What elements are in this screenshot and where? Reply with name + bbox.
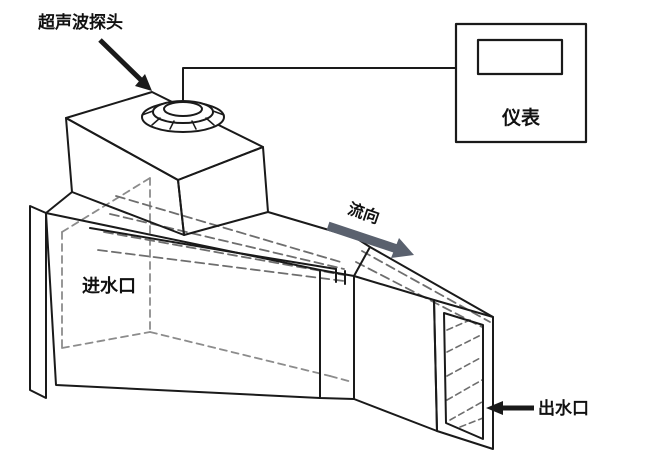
instrument-display xyxy=(476,38,564,76)
throat-front-wall xyxy=(319,269,355,400)
hatch-line xyxy=(449,401,483,421)
probe-arrowhead-icon xyxy=(135,74,152,91)
hatch-line xyxy=(446,334,482,353)
flow-direction: 流向 xyxy=(326,199,414,258)
hatch-line xyxy=(446,356,483,377)
hidden-edge xyxy=(149,331,331,377)
outlet-arrowhead-icon xyxy=(486,401,503,415)
inlet-flange xyxy=(29,205,47,399)
probe-label: 超声波探头 xyxy=(38,12,123,33)
outlet-callout: 出水口 xyxy=(486,398,589,419)
beam-line xyxy=(109,213,345,270)
hidden-edge xyxy=(61,331,151,349)
instrument-label: 仪表 xyxy=(501,106,541,129)
beam-line xyxy=(115,195,345,264)
flow-arrowhead-icon xyxy=(391,238,414,258)
ultrasonic-probe xyxy=(141,100,225,133)
inlet-label: 进水口 xyxy=(82,275,136,297)
outlet-frame-outer xyxy=(433,299,494,450)
hatch-line xyxy=(459,417,484,428)
probe-rim-ticks xyxy=(141,110,225,130)
housing-right-face xyxy=(177,146,269,236)
outlet-hatch xyxy=(446,319,484,428)
beam-line xyxy=(97,249,345,282)
top-rim-left xyxy=(45,191,73,214)
outlet-front-wall xyxy=(353,275,438,432)
beam-line xyxy=(361,250,491,323)
flow-label: 流向 xyxy=(346,199,382,227)
top-rim-back xyxy=(267,211,494,318)
throat-band-edge xyxy=(353,246,371,277)
hidden-edge xyxy=(329,375,353,383)
instrument-body xyxy=(454,22,588,144)
probe-ring-inner xyxy=(163,101,203,117)
flow-direction-arrow xyxy=(326,221,399,254)
hatch-line xyxy=(446,379,483,401)
outlet-frame-inner xyxy=(443,312,484,440)
outlet-label: 出水口 xyxy=(538,398,589,419)
probe-housing xyxy=(65,91,269,236)
instrument-box: 仪表 xyxy=(454,22,588,144)
wire-path xyxy=(182,67,456,100)
probe-callout: 超声波探头 xyxy=(38,12,152,91)
signal-wire xyxy=(182,67,456,100)
inner-front-rim xyxy=(89,227,337,270)
probe-pointer-arrow xyxy=(98,38,143,82)
beam-line xyxy=(103,231,345,276)
flume-structure xyxy=(29,191,494,450)
hatch-line xyxy=(446,319,471,331)
inlet-front-wall xyxy=(45,212,321,399)
